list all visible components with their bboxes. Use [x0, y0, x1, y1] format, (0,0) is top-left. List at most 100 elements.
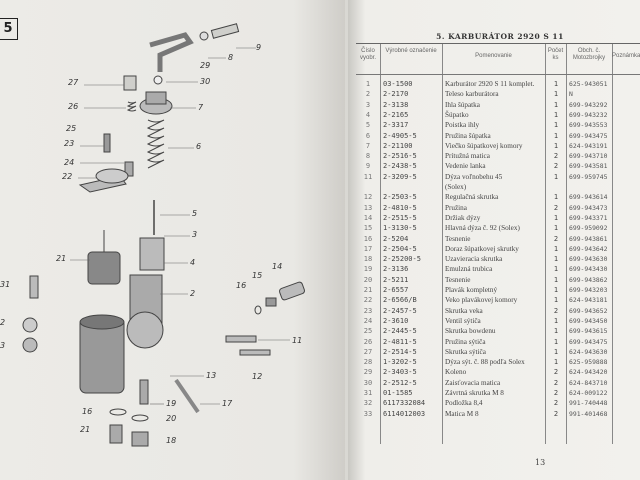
order-number: 624-943191 — [569, 141, 608, 150]
part-name: Teleso karburátora — [445, 90, 499, 99]
part-name: Uzavieracia skrutka — [445, 255, 503, 264]
part-number: 19 — [363, 265, 373, 274]
part-number: 28 — [363, 358, 373, 367]
production-code: 2-2438-5 — [383, 162, 417, 171]
part-number: 14 — [363, 213, 373, 222]
header-name: Pomenovanie — [475, 53, 512, 59]
production-code: 2-3317 — [383, 121, 409, 130]
quantity: 2 — [553, 409, 559, 418]
nut-part — [199, 31, 209, 41]
quantity: 1 — [553, 121, 559, 130]
part-name: Závrtná skrutka M 8 — [445, 389, 504, 397]
part-number: 8 — [365, 152, 371, 161]
order-number: 699-943371 — [569, 213, 608, 222]
quantity: 1 — [553, 255, 559, 264]
part-name-continuation: (Solex) — [445, 183, 467, 191]
quantity: 1 — [553, 337, 559, 346]
quantity: 1 — [553, 327, 559, 336]
part-name: Regulačná skrutka — [445, 193, 499, 202]
jet-holder-part — [279, 281, 305, 301]
part-name: Dýza voľnobehu 45 — [445, 172, 503, 181]
order-number: 699-943710 — [569, 152, 608, 161]
callout-label: 9 — [256, 43, 262, 52]
order-number: 699-943475 — [569, 131, 608, 140]
quantity: 2 — [553, 378, 559, 387]
header-number: Číslo vyobr. — [359, 48, 376, 61]
part-number: 23 — [363, 306, 373, 315]
part-number: 9 — [365, 162, 371, 171]
order-number: 699-943642 — [569, 244, 608, 253]
production-code: 2-4811-5 — [383, 337, 417, 346]
part-number: 24 — [363, 316, 373, 325]
nut-m8-part — [22, 337, 38, 353]
callout-label: 14 — [272, 262, 283, 271]
part-number: 1 — [365, 80, 371, 88]
part-number: 29 — [363, 368, 373, 377]
part-number: 32 — [363, 399, 373, 408]
callout-label: 17 — [222, 399, 233, 408]
order-number: 699-959745 — [569, 172, 608, 181]
production-code: 6114012003 — [383, 409, 426, 418]
quantity: 2 — [553, 399, 559, 408]
quantity: 1 — [553, 90, 559, 99]
quantity: 2 — [553, 368, 559, 377]
callout-label: 4 — [190, 258, 196, 267]
production-code: 6117332084 — [383, 399, 426, 408]
closing-screw-part — [131, 431, 149, 447]
part-number: 11 — [363, 172, 373, 181]
idle-jet-part — [225, 335, 257, 343]
order-number: 699-943553 — [569, 121, 608, 130]
header-qty: Počet ks — [547, 48, 564, 61]
callout-label: 8 — [228, 53, 234, 62]
part-name: Tesnenie — [445, 275, 471, 284]
part-name: Karburátor 2920 S 11 komplet. — [445, 80, 535, 88]
order-number: 624-009122 — [569, 389, 608, 397]
quantity: 1 — [553, 224, 559, 233]
part-number: 30 — [363, 378, 373, 387]
order-number: 699-943630 — [569, 255, 608, 264]
part-name: Prítužná matica — [445, 152, 490, 161]
callout-label: 23 — [64, 139, 75, 148]
quantity: 1 — [553, 286, 559, 294]
header-code: Výrobné označenie — [385, 48, 437, 54]
part-number: 21 — [363, 286, 373, 294]
order-number: 699-959092 — [569, 224, 608, 233]
emulsion-tube-part — [139, 379, 149, 405]
order-number: 625-959888 — [569, 358, 608, 367]
quantity: 1 — [553, 347, 559, 356]
part-name: Plavák kompletný — [445, 286, 498, 294]
production-code: 03-1500 — [383, 80, 413, 88]
bowden-screw-part — [103, 133, 111, 153]
production-code: 2-25200-5 — [383, 255, 421, 264]
quantity: 2 — [553, 162, 559, 171]
part-number: 5 — [365, 121, 371, 130]
production-code: 2-2457-5 — [383, 306, 417, 315]
carburetor-exploded-diagram — [22, 23, 305, 447]
quantity: 2 — [553, 152, 559, 161]
quantity: 1 — [553, 244, 559, 253]
production-code: 2-2512-5 — [383, 378, 417, 387]
production-code: 2-3138 — [383, 100, 409, 109]
part-name: Emulzná trubica — [445, 265, 493, 274]
quantity: 1 — [553, 141, 559, 150]
part-name: Matica M 8 — [445, 409, 479, 418]
callout-label: 3 — [0, 341, 6, 350]
production-code: 2-5211 — [383, 275, 409, 284]
production-code: 2-4810-5 — [383, 203, 417, 212]
production-code: 2-2503-5 — [383, 193, 417, 202]
callout-label: 13 — [206, 371, 217, 380]
quantity: 1 — [553, 358, 559, 367]
order-number: 624-943420 — [569, 368, 608, 377]
production-code: 2-3136 — [383, 265, 409, 274]
quantity: 2 — [553, 306, 559, 315]
production-code: 01-1585 — [383, 389, 413, 397]
order-number: 699-943292 — [569, 100, 608, 109]
order-number: 624-943181 — [569, 296, 608, 305]
part-name: Skrutka sýtiča — [445, 347, 486, 356]
callout-label: 16 — [236, 281, 247, 290]
part-name: Tesnenie — [445, 234, 471, 243]
quantity: 1 — [553, 100, 559, 109]
production-code: 2-3403-5 — [383, 368, 417, 377]
quantity: 1 — [553, 80, 559, 88]
part-number: 4 — [365, 110, 371, 119]
